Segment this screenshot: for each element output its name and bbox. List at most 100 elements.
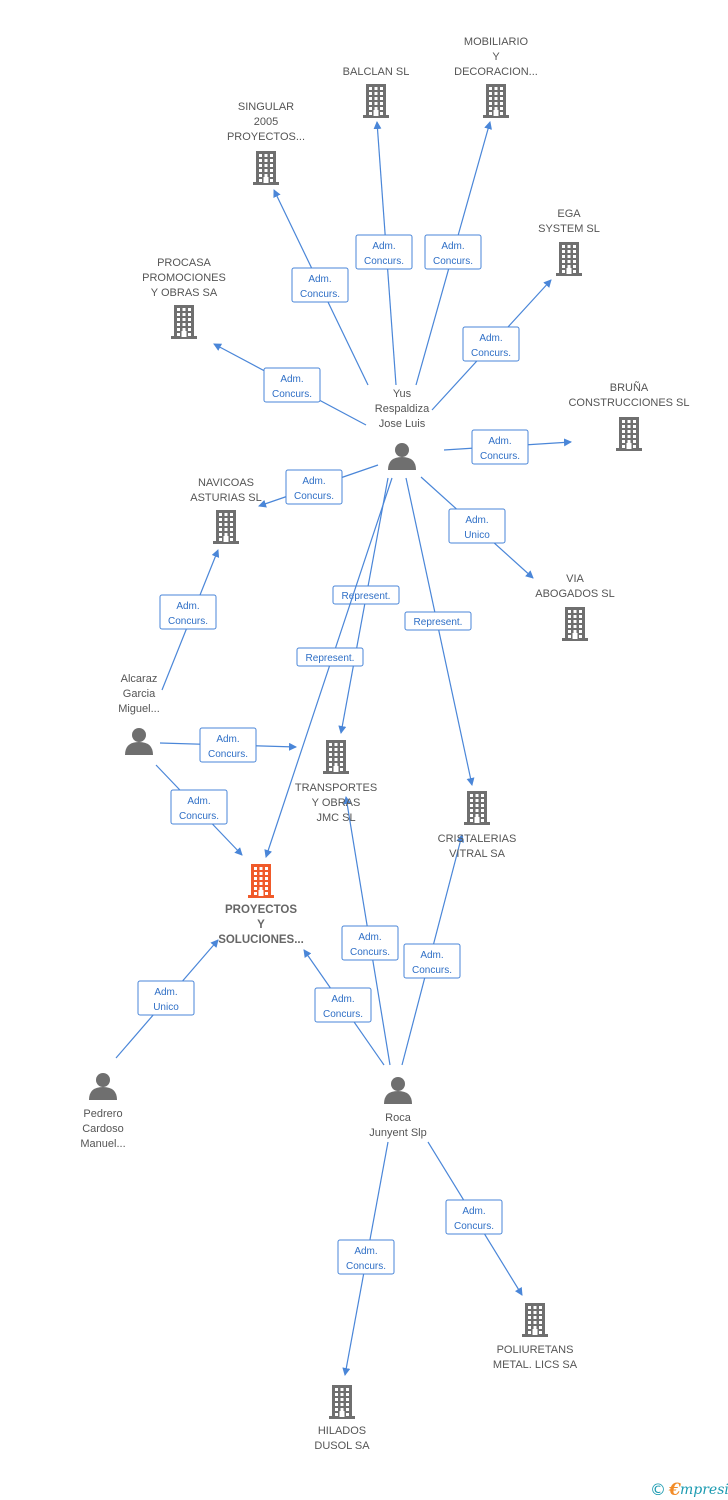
node-label: NAVICOAS [198,477,254,489]
node-label: TRANSPORTES [295,782,377,794]
building-icon [522,1303,548,1337]
relation-label-text: Adm. [176,601,199,612]
building-icon [213,510,239,544]
relation-label-box[interactable] [159,594,217,630]
relation-label-text: Adm. [308,274,331,285]
edge-roca-to-cristalerias: Adm.Concurs. [401,834,465,1066]
node-navicoas[interactable]: NAVICOAS ASTURIAS SL [190,477,262,544]
node-label: JMC SL [316,812,355,824]
building-icon [363,84,389,118]
node-label: Y [257,919,265,931]
node-label: Respaldiza [375,403,430,415]
node-label: Yus [393,388,412,400]
relation-label-box[interactable] [137,980,195,1016]
relation-label-text: Concurs. [346,1261,386,1272]
relation-label-box[interactable] [314,987,372,1023]
node-alcaraz[interactable]: AlcarazGarciaMiguel... [118,673,160,755]
relation-label-box[interactable] [404,611,472,631]
edge-roca-to-transportes: Adm.Concurs. [341,796,399,1066]
building-icon [253,151,279,185]
relation-label-box[interactable] [471,429,529,465]
building-icon [329,1385,355,1419]
edge-alcaraz-to-transportes: Adm.Concurs. [159,727,297,763]
node-label: Garcia [123,688,156,700]
edge-yus-to-singular: Adm.Concurs. [273,189,369,386]
relation-label-box[interactable] [403,943,461,979]
relation-label-box[interactable] [296,647,364,667]
relation-label-text: Adm. [216,734,239,745]
node-mobiliario[interactable]: MOBILIARIOYDECORACION... [454,36,538,118]
node-label: MOBILIARIO [464,36,529,48]
relation-label-box[interactable] [199,727,257,763]
person-icon [125,728,153,755]
person-icon [384,1077,412,1104]
relation-label-text: Adm. [420,950,443,961]
relation-label-box[interactable] [341,925,399,961]
node-label: PROYECTOS... [227,131,305,143]
relation-label-box[interactable] [424,234,482,270]
relation-label-box[interactable] [462,326,520,362]
relation-label-text: Adm. [479,333,502,344]
relation-label-box[interactable] [285,469,343,505]
edge-roca-to-proyectos: Adm.Concurs. [303,949,385,1066]
person-icon [89,1073,117,1100]
brand-name: mpresia [680,1482,728,1498]
node-label: VITRAL SA [449,848,505,860]
node-label: Roca [385,1112,412,1124]
edge-yus-to-transportes: Represent. [332,477,400,734]
relation-label-text: Adm. [280,374,303,385]
node-label: PROCASA [157,257,211,269]
relation-label-box[interactable] [337,1239,395,1275]
building-icon [616,417,642,451]
node-pedrero[interactable]: PedreroCardosoManuel... [80,1073,126,1150]
node-label: HILADOS [318,1425,366,1437]
relation-label-text: Concurs. [294,491,334,502]
edge-arrow [264,477,393,858]
node-label: ASTURIAS SL [190,492,262,504]
relation-label-text: Concurs. [364,256,404,267]
relation-label-text: Adm. [154,987,177,998]
relation-label-text: Concurs. [272,389,312,400]
relation-label-box[interactable] [355,234,413,270]
edge-roca-to-hilados: Adm.Concurs. [337,1141,395,1376]
relation-label-box[interactable] [170,789,228,825]
relation-label-text: Adm. [331,994,354,1005]
edge-yus-to-bruna: Adm.Concurs. [443,429,572,465]
node-label: Y [492,51,500,63]
relation-label-text: Represent. [414,617,463,628]
node-label: 2005 [254,116,278,128]
node-balclan[interactable]: BALCLAN SL [343,66,410,118]
relation-label-box[interactable] [445,1199,503,1235]
relation-label-box[interactable] [291,267,349,303]
building-icon [248,864,274,898]
node-label: SYSTEM SL [538,223,600,235]
node-label: BALCLAN SL [343,66,410,78]
node-label: CONSTRUCCIONES SL [568,397,689,409]
relation-label-text: Adm. [187,796,210,807]
node-label: Cardoso [82,1123,124,1135]
node-proyectos[interactable]: PROYECTOSYSOLUCIONES... [218,864,304,946]
edge-arrow [405,477,475,786]
relation-label-box[interactable] [263,367,321,403]
relation-label-box[interactable] [448,508,506,544]
node-singular[interactable]: SINGULAR2005PROYECTOS... [227,101,305,185]
edge-alcaraz-to-proyectos: Adm. Concurs. [155,764,243,856]
relation-label-box[interactable] [332,585,400,605]
relation-label-text: Concurs. [179,811,219,822]
node-label: Jose Luis [379,418,426,430]
edge-yus-to-ega: Adm.Concurs. [431,279,552,411]
person-icon [388,443,416,470]
edge-yus-to-proyectos: Represent. [264,477,393,858]
